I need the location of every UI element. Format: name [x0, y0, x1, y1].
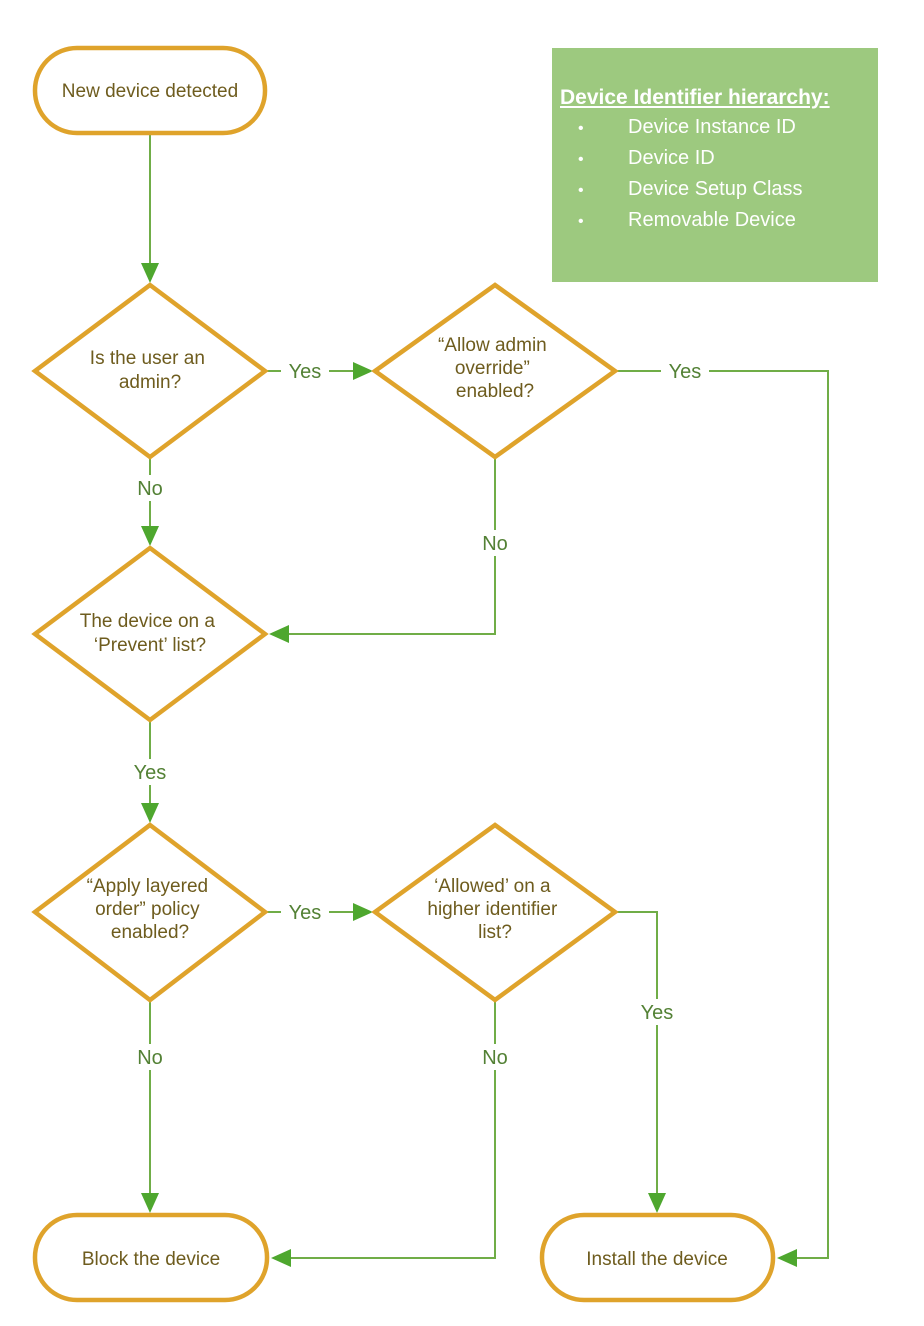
legend-item-label: Removable Device [628, 209, 796, 231]
edge-label-allowed-yes: Yes [641, 1002, 674, 1024]
terminator-new-device-detected: New device detected [32, 45, 268, 136]
label-bg [131, 475, 169, 501]
edge-label-layered-yes: Yes [289, 902, 322, 924]
arrow-down-icon [141, 803, 159, 823]
edge-allowed-yes [615, 911, 658, 1195]
decision-allow-admin-override: “Allow admin override” enabled? [371, 282, 619, 460]
decision-shape [371, 822, 619, 1003]
terminator-install-device: Install the device [539, 1212, 776, 1303]
edge-override-yes-to-install [615, 370, 829, 1259]
arrow-down-icon [648, 1193, 666, 1213]
list-item: • Removable Device [560, 209, 870, 240]
arrow-right-icon [353, 362, 373, 380]
decision-apply-layered-order: “Apply layered order” policy enabled? [31, 822, 269, 1003]
terminator-block-device: Block the device [32, 1212, 270, 1303]
decision-shape [31, 545, 269, 723]
arrow-down-icon [141, 526, 159, 546]
label-bg [131, 1044, 169, 1070]
decision-shape [31, 282, 269, 460]
bullet-icon: • [578, 213, 584, 230]
terminator-shape [32, 45, 268, 136]
decision-device-on-prevent-list: The device on a ‘Prevent’ list? [31, 545, 269, 723]
arrow-down-icon [141, 263, 159, 283]
decision-is-user-admin: Is the user an admin? [31, 282, 269, 460]
legend-item-label: Device ID [628, 147, 715, 169]
list-item: • Device ID [560, 147, 870, 178]
bullet-icon: • [578, 120, 584, 137]
label-bg [476, 1044, 514, 1070]
decision-label: “Apply layered order” policy enabled? [87, 876, 214, 943]
arrow-left-icon [269, 625, 289, 643]
decision-allowed-higher-identifier: ‘Allowed’ on a higher identifier list? [371, 822, 619, 1003]
label-bg [126, 759, 174, 785]
decision-label: Is the user an admin? [90, 348, 210, 393]
decision-label: ‘Allowed’ on a higher identifier list? [427, 876, 562, 943]
legend-title: Device Identifier hierarchy: [560, 86, 830, 109]
bullet-icon: • [578, 151, 584, 168]
label-bg [661, 358, 709, 384]
arrow-left-icon [777, 1249, 797, 1267]
edge-label-admin-no: No [137, 478, 163, 500]
device-identifier-legend: Device Identifier hierarchy: • Device In… [552, 48, 878, 282]
decision-label: The device on a ‘Prevent’ list? [80, 611, 220, 656]
edge-override-no [289, 457, 496, 635]
legend-item-label: Device Instance ID [628, 116, 796, 138]
decision-label: “Allow admin override” enabled? [438, 335, 552, 402]
legend-item-label: Device Setup Class [628, 178, 803, 200]
edge-label-layered-no: No [137, 1047, 163, 1069]
decision-shape [31, 822, 269, 1003]
terminator-label: Block the device [82, 1249, 220, 1270]
label-bg [281, 358, 329, 384]
edge-label-allowed-no: No [482, 1047, 508, 1069]
label-bg [281, 899, 329, 925]
terminator-label: New device detected [62, 81, 238, 102]
list-item: • Device Instance ID [560, 116, 870, 147]
edge-allowed-no [291, 1000, 496, 1259]
terminator-label: Install the device [586, 1249, 728, 1270]
edge-label-override-yes: Yes [669, 361, 702, 383]
bullet-icon: • [578, 182, 584, 199]
arrow-left-icon [271, 1249, 291, 1267]
edge-label-override-no: No [482, 533, 508, 555]
label-bg [633, 999, 681, 1025]
arrow-right-icon [353, 903, 373, 921]
edge-label-admin-yes: Yes [289, 361, 322, 383]
decision-shape [371, 282, 619, 460]
arrow-down-icon [141, 1193, 159, 1213]
label-bg [476, 530, 514, 556]
terminator-shape [539, 1212, 776, 1303]
list-item: • Device Setup Class [560, 178, 870, 209]
edge-labels: Yes Yes No No Yes Yes No No Yes [126, 358, 709, 1070]
edge-label-prevent-yes: Yes [134, 762, 167, 784]
terminator-shape [32, 1212, 270, 1303]
